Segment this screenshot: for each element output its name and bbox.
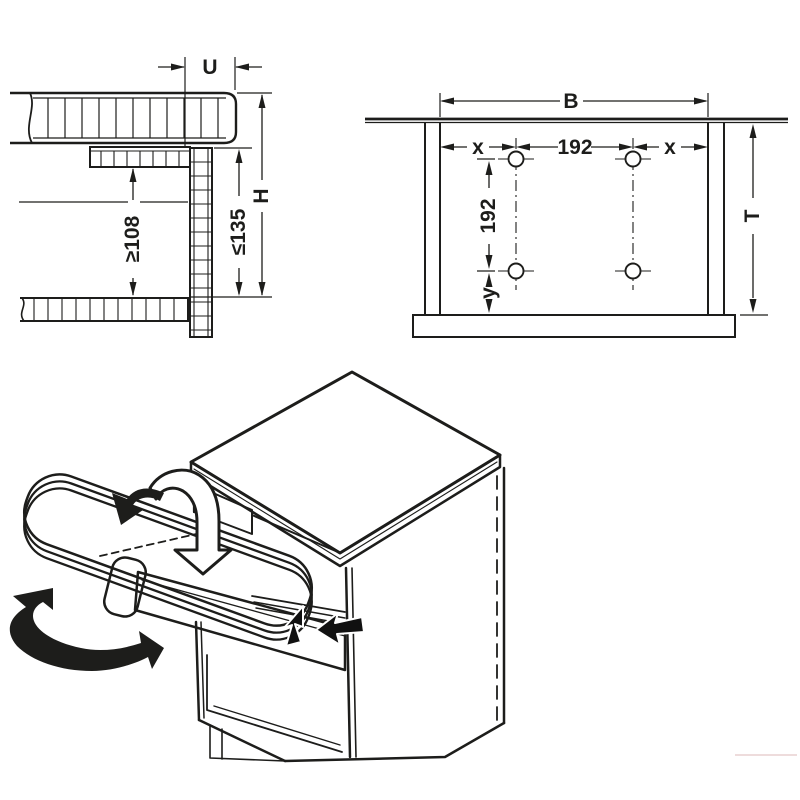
dimension-b-label: B [563, 90, 578, 113]
dimension-y-label: y [477, 287, 500, 299]
dimension-h-label: H [250, 188, 273, 203]
ironing-drawer [102, 556, 347, 672]
scan-artifact [735, 754, 797, 756]
dimension-y: y [477, 273, 500, 313]
ironing-board [23, 473, 313, 641]
front-view-diagram: B x 192 x [365, 90, 788, 338]
board-fold-hidden-line [99, 531, 206, 557]
cabinet-right-side [283, 466, 506, 763]
right-side-panel [707, 122, 725, 315]
worktop-cross-section [10, 91, 238, 145]
mounting-rail-cross-section [89, 146, 191, 168]
dimension-max135: ≤135 [214, 147, 252, 296]
side-view-diagram: U H ≤135 ≥108 [10, 56, 273, 338]
ironing-board-top [23, 473, 313, 627]
push-up-arrow-icon [283, 605, 304, 647]
dimension-u: U [158, 56, 262, 147]
dimension-min108: ≥108 [121, 168, 144, 296]
dimension-192-vertical-label: 192 [477, 198, 500, 233]
fold-arrow-icon [148, 468, 233, 576]
left-side-panel [424, 122, 441, 315]
plinth [412, 314, 736, 338]
dimension-b: B [439, 90, 709, 117]
worktop-front-edge [365, 117, 788, 124]
dimension-t-label: T [741, 209, 764, 222]
drill-holes [498, 150, 651, 280]
push-in-arrow-icon [315, 612, 365, 646]
cabinet-illustration [9, 370, 506, 763]
dimension-t: T [740, 124, 768, 316]
dimension-192-vertical: 192 [477, 158, 500, 272]
dimension-x-left-label: x [472, 136, 484, 159]
dimension-u-label: U [202, 56, 217, 79]
bottom-shelf-cross-section [20, 297, 189, 322]
dimension-x-right-label: x [664, 136, 676, 159]
dimension-h: H [190, 92, 273, 298]
dimension-x-192-x: x 192 x [440, 136, 708, 159]
cabinet-interior [194, 620, 343, 763]
scan-artifact-line [735, 754, 797, 756]
front-panel-cross-section [189, 147, 213, 338]
rotate-arrow-icon [9, 588, 164, 671]
dimension-max135-label: ≤135 [227, 208, 250, 255]
dimension-min108-label: ≥108 [121, 215, 144, 262]
swivel-arrow-icon [112, 488, 164, 525]
dimension-192-label: 192 [557, 136, 592, 159]
hole-centerlines [515, 138, 634, 290]
